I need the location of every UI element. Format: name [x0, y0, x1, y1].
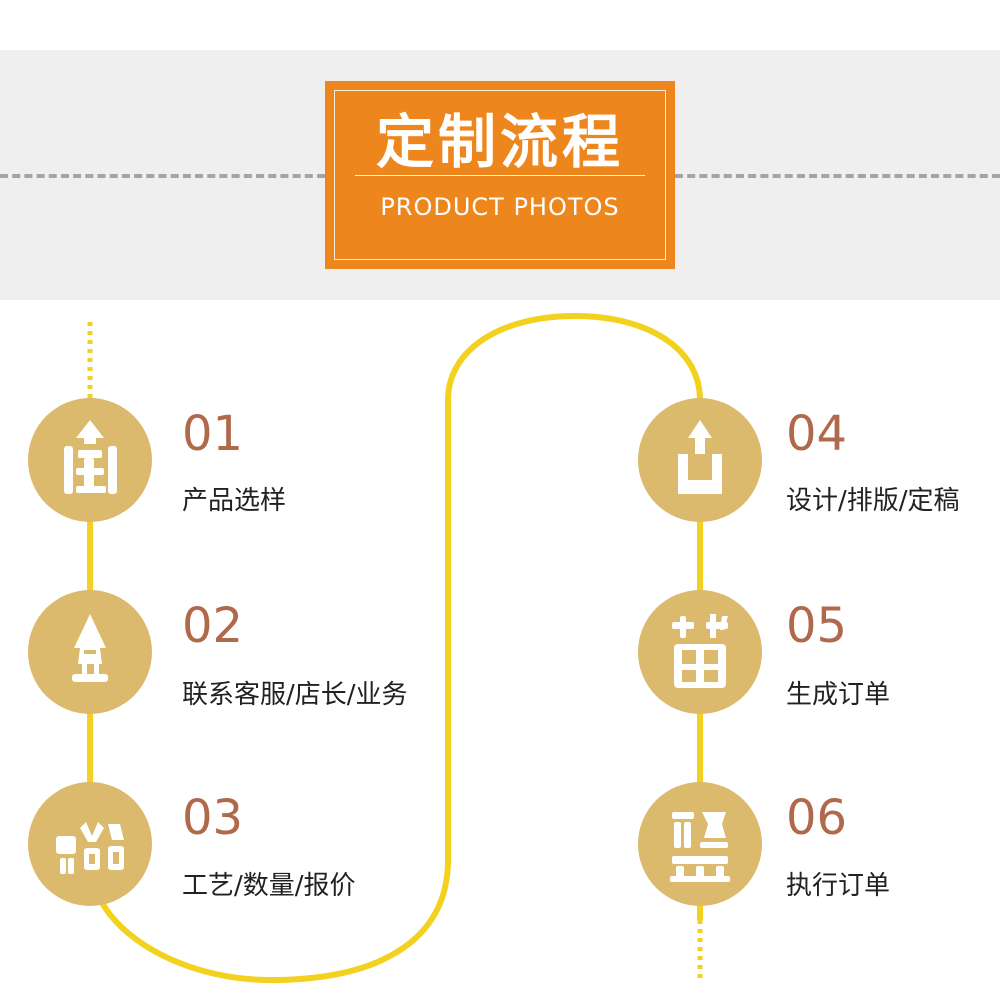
- step-4-number: 04: [786, 406, 848, 462]
- path-line: [87, 312, 703, 984]
- dashed-divider-right: [675, 174, 1000, 178]
- title-box: 定制流程 PRODUCT PHOTOS: [325, 81, 675, 269]
- step-2-number: 02: [182, 598, 244, 654]
- page-subtitle: PRODUCT PHOTOS: [380, 193, 620, 221]
- step-5-circle: [638, 590, 762, 714]
- title-divider: [355, 175, 645, 176]
- ancient-glyph-miao-icon: [672, 614, 728, 688]
- step-6-number: 06: [786, 790, 848, 846]
- step-6-label: 执行订单: [786, 871, 891, 901]
- step-1-label: 产品选样: [182, 486, 287, 516]
- step-1-number: 01: [182, 406, 244, 462]
- ancient-glyph-pan-icon: [670, 812, 730, 882]
- title-box-frame: [334, 90, 666, 260]
- step-6-circle: [638, 782, 762, 906]
- step-5-number: 05: [786, 598, 848, 654]
- step-2-circle: [28, 590, 152, 714]
- ancient-glyph-pot-icon: [72, 614, 108, 682]
- ancient-glyph-tai-icon: [678, 420, 722, 494]
- dashed-divider-left: [0, 174, 325, 178]
- step-3-number: 03: [182, 790, 244, 846]
- step-3-circle: [28, 782, 152, 906]
- step-4-label: 设计/排版/定稿: [786, 486, 960, 516]
- page-title: 定制流程: [375, 108, 624, 176]
- ancient-glyph-lian-icon: [56, 822, 124, 874]
- ancient-glyph-wei-icon: [64, 420, 117, 494]
- step-3-label: 工艺/数量/报价: [182, 871, 356, 901]
- step-1-circle: [28, 398, 152, 522]
- step-5-label: 生成订单: [786, 680, 891, 710]
- step-2-label: 联系客服/店长/业务: [182, 680, 408, 710]
- step-4-circle: [638, 398, 762, 522]
